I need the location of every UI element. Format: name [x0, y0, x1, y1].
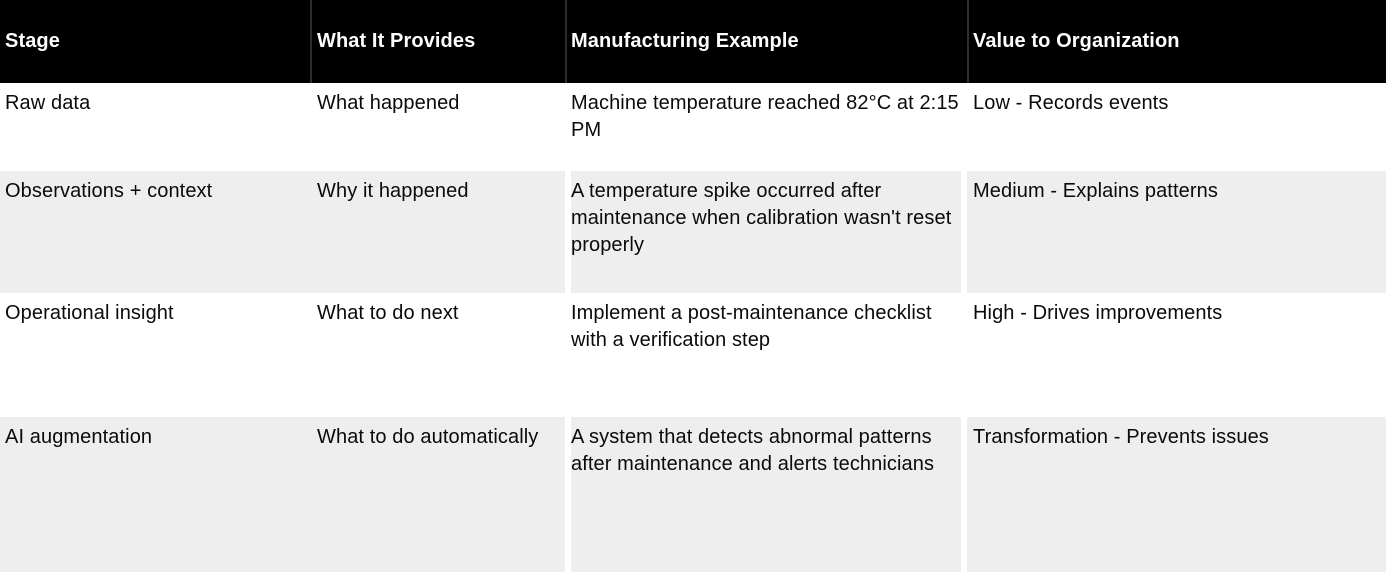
cell-provides: What happened	[317, 92, 460, 114]
table-row-observations-context: Observations + context Why it happened A…	[0, 171, 1386, 293]
cell-stage: AI augmentation	[5, 426, 153, 448]
column-header-manufacturing-example: Manufacturing Example	[565, 0, 967, 83]
column-header-value-to-organization: Value to Organization	[967, 0, 1386, 83]
cell-stage: Operational insight	[5, 302, 174, 324]
table-row-raw-data: Raw data What happened Machine temperatu…	[0, 83, 1386, 171]
cell-provides: What to do next	[317, 302, 459, 324]
cell-value: High - Drives improvements	[973, 302, 1223, 324]
cell-stage: Observations + context	[5, 180, 213, 202]
table-header-row: Stage What It Provides Manufacturing Exa…	[0, 0, 1386, 83]
cell-provides: Why it happened	[317, 180, 469, 202]
cell-example: Implement a post-maintenance checklist w…	[565, 293, 967, 417]
cell-value: Transformation - Prevents issues	[973, 426, 1269, 448]
cell-provides: What to do automatically	[317, 426, 539, 448]
cell-example: A temperature spike occurred after maint…	[565, 171, 967, 293]
cell-value: Medium - Explains patterns	[973, 180, 1218, 202]
table-row-operational-insight: Operational insight What to do next Impl…	[0, 293, 1386, 417]
cell-example: A system that detects abnormal patterns …	[565, 417, 967, 572]
cell-example: Machine temperature reached 82°C at 2:15…	[565, 83, 967, 171]
cell-value: Low - Records events	[973, 92, 1169, 114]
column-header-what-it-provides: What It Provides	[310, 0, 565, 83]
cell-stage: Raw data	[5, 92, 91, 114]
column-header-stage: Stage	[5, 30, 60, 52]
table-row-ai-augmentation: AI augmentation What to do automatically…	[0, 417, 1386, 572]
